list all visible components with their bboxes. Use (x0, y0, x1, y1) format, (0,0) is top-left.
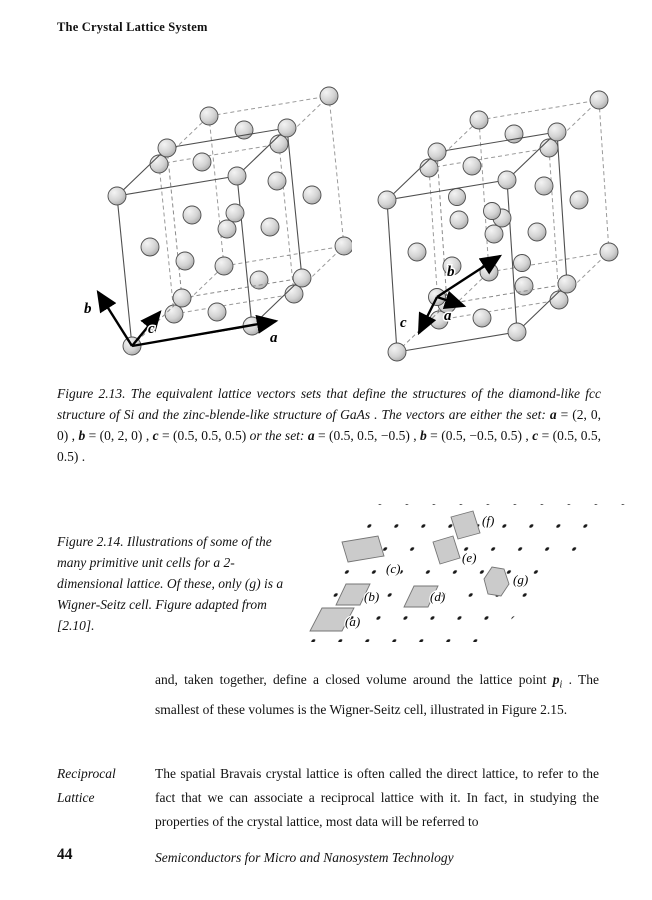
lattice-spheres-offset (149, 86, 352, 324)
label-f: (f) (482, 513, 494, 528)
fig213-right-lattice: b a c (377, 90, 619, 362)
label-d: (d) (430, 589, 445, 604)
primitive-cells (309, 510, 510, 632)
vector-a-label: a (444, 308, 452, 324)
vector-b: b (78, 428, 86, 443)
vector-b-label: b (84, 301, 92, 317)
fig213-caption-lead: Figure 2.13. (57, 386, 131, 401)
vector-c-value: = (0.5, 0.5, 0.5) (158, 428, 250, 443)
footer-book-title: Semiconductors for Micro and Nanosystem … (155, 850, 454, 865)
cell-f (450, 510, 481, 540)
cell-b (335, 583, 371, 606)
caption-text: Illustrations of some of the many primit… (57, 534, 284, 633)
vector-c-label: c (148, 321, 155, 337)
caption-text: . The vectors are either the set: (370, 407, 550, 422)
label-e: (e) (462, 550, 476, 565)
lattice-vectors: b a c (399, 254, 503, 336)
vector-a-label: a (270, 330, 278, 346)
cell-c (341, 535, 385, 563)
vector-b2: b (420, 428, 427, 443)
body-paragraph-wigner-seitz: and, taken together, define a closed vol… (155, 668, 599, 722)
fig213-left-lattice: a b c (83, 86, 352, 356)
fig214-caption-lead: Figure 2.14. (57, 534, 127, 549)
fig214-lattice-drawing: (a) (b) (c) (d) (e) (f) (g) (298, 504, 630, 642)
caption-text: The equivalent lattice vectors sets that… (57, 386, 602, 422)
body-text: and, taken together, define a closed vol… (155, 672, 553, 687)
fig214-caption: Figure 2.14. Illustrations of some of th… (57, 531, 293, 636)
label-g: (g) (513, 572, 528, 587)
lattice-vectors: a b c (83, 289, 280, 348)
vector-c2: c (532, 428, 539, 443)
margin-label-reciprocal-lattice: Reciprocal Lattice (57, 762, 116, 810)
lattice-spheres (107, 118, 312, 356)
vector-a-value: = (2, 0, 0) , (57, 407, 602, 443)
vector-a2-value: = (0.5, 0.5, −0.5) , (314, 428, 421, 443)
margin-label-line1: Reciprocal (57, 766, 116, 781)
vector-c-label: c (400, 315, 407, 331)
body-paragraph-reciprocal-lattice: The spatial Bravais crystal lattice is o… (155, 766, 599, 829)
caption-text: GaAs (340, 407, 371, 422)
cell-e (432, 535, 461, 565)
lattice-point-symbol: p (552, 672, 560, 687)
margin-label-line2: Lattice (57, 790, 95, 805)
lattice-spheres (377, 122, 577, 362)
lattice-spheres-offset (419, 90, 619, 330)
vector-a2: a (307, 428, 315, 443)
running-header: The Crystal Lattice System (57, 20, 208, 34)
page-number: 44 (57, 846, 73, 863)
vector-b-label: b (447, 264, 455, 280)
cell-labels: (a) (b) (c) (d) (e) (f) (g) (344, 512, 530, 631)
cell-g-wigner-seitz (483, 566, 510, 597)
cell-a (309, 607, 355, 632)
label-c: (c) (386, 561, 400, 576)
vector-c: c (152, 428, 159, 443)
vector-c2-value: = (0.5, 0.5, 0.5) . (57, 428, 602, 464)
body-text: . The smallest of these volumes is the W… (155, 672, 599, 717)
vector-b2-value: = (0.5, −0.5, 0.5) , (426, 428, 533, 443)
label-a: (a) (345, 614, 360, 629)
vector-a: a (549, 407, 557, 422)
caption-text: or the set: (249, 428, 308, 443)
cell-d (403, 585, 439, 608)
label-b: (b) (364, 589, 379, 604)
vector-b-value: = (0, 2, 0) , (85, 428, 153, 443)
lattice-point-subscript: i (559, 679, 563, 691)
interior-atoms (428, 188, 531, 306)
fig213-caption: Figure 2.13. The equivalent lattice vect… (57, 383, 601, 467)
